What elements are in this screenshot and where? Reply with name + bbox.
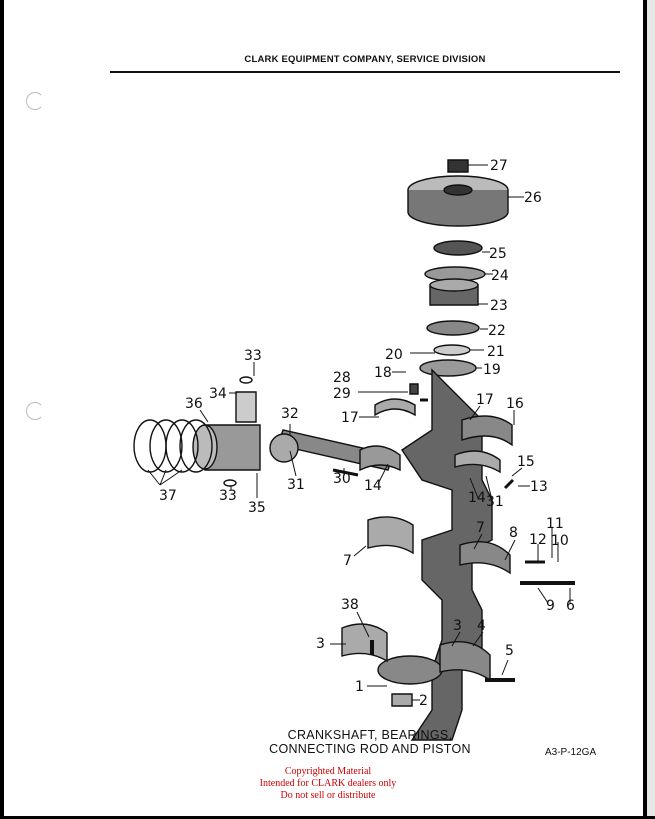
piston-pin <box>235 391 257 423</box>
pin-retainer-lower <box>223 479 237 487</box>
part-label-17b: 17 <box>476 392 494 408</box>
part-label-37: 37 <box>159 488 177 504</box>
part-label-26: 26 <box>524 190 542 206</box>
part-label-6: 6 <box>566 598 575 614</box>
part-label-19: 19 <box>483 362 501 378</box>
part-label-25: 25 <box>489 246 507 262</box>
pin-retainer <box>239 376 253 384</box>
part-label-4: 4 <box>477 618 486 634</box>
part-label-35: 35 <box>248 500 266 516</box>
part-label-2: 2 <box>419 693 428 709</box>
center-bearing-cap <box>459 541 511 575</box>
part-label-33b: 33 <box>219 488 237 504</box>
part-label-14b: 14 <box>468 490 486 506</box>
punch-hole-mark <box>26 92 44 110</box>
part-label-14a: 14 <box>364 478 382 494</box>
part-label-13: 13 <box>530 479 548 495</box>
part-label-38: 38 <box>341 597 359 613</box>
part-label-1: 1 <box>355 679 364 695</box>
part-label-10: 10 <box>551 533 569 549</box>
part-labels: 27 26 25 24 23 22 21 20 19 18 28 29 17 1… <box>159 158 575 709</box>
part-label-33a: 33 <box>244 348 262 364</box>
part-label-20: 20 <box>385 347 403 363</box>
part-label-8: 8 <box>509 525 518 541</box>
leader-lines <box>147 164 571 701</box>
part-label-3a: 3 <box>316 636 325 652</box>
notice-line-3: Do not sell or distribute <box>280 790 376 801</box>
part-label-28: 28 <box>333 370 351 386</box>
caption-line-1: CRANKSHAFT, BEARINGS, <box>287 728 453 742</box>
scroll-gutter <box>647 0 655 819</box>
part-label-16: 16 <box>506 396 524 412</box>
notice-line-1: Copyrighted Material <box>284 766 372 777</box>
part-label-5: 5 <box>505 643 514 659</box>
page-frame-right <box>643 0 647 819</box>
part-label-7a: 7 <box>476 520 485 536</box>
rod-cap <box>359 445 401 472</box>
part-label-30: 30 <box>333 471 351 487</box>
part-label-18: 18 <box>374 365 392 381</box>
part-label-27: 27 <box>490 158 508 174</box>
part-label-36: 36 <box>185 396 203 412</box>
page-frame-left <box>0 0 4 819</box>
part-label-17a: 17 <box>341 410 359 426</box>
page-header: CLARK EQUIPMENT COMPANY, SERVICE DIVISIO… <box>244 54 486 65</box>
part-label-24: 24 <box>491 268 509 284</box>
rod-bolt <box>332 468 359 477</box>
oil-seal-ring <box>433 240 483 256</box>
cotter-pin <box>503 478 515 490</box>
part-label-34: 34 <box>209 386 227 402</box>
part-label-23: 23 <box>490 298 508 314</box>
notice-line-2: Intended for CLARK dealers only <box>259 778 397 789</box>
part-label-29: 29 <box>333 386 351 402</box>
copyright-notice: Copyrighted Material Intended for CLARK … <box>228 766 428 802</box>
part-label-3b: 3 <box>453 618 462 634</box>
pilot-bushing <box>391 693 413 707</box>
part-label-15: 15 <box>517 454 535 470</box>
part-label-12: 12 <box>529 532 547 548</box>
figure-caption: CRANKSHAFT, BEARINGS, CONNECTING ROD AND… <box>250 728 490 756</box>
part-label-9: 9 <box>546 598 555 614</box>
pulley-body <box>407 190 509 227</box>
rear-bearing-shell <box>341 623 388 663</box>
key <box>433 344 471 356</box>
pulley-nut <box>447 159 469 173</box>
caption-line-2: CONNECTING ROD AND PISTON <box>269 742 471 756</box>
page-frame-bottom <box>0 816 655 819</box>
part-label-32: 32 <box>281 406 299 422</box>
part-label-31a: 31 <box>287 477 305 493</box>
diagram-drawing <box>133 159 575 741</box>
figure-code: A3-P-12GA <box>545 747 597 758</box>
rod-small-end <box>269 433 299 463</box>
punch-hole-mark <box>26 402 44 420</box>
piston-ring <box>165 419 199 473</box>
header-rule <box>110 71 620 73</box>
part-label-7b: 7 <box>343 553 352 569</box>
oil-plug <box>409 383 419 395</box>
spacer-washer <box>426 320 480 336</box>
center-bearing-shell <box>367 516 414 555</box>
bearing-shell <box>454 450 501 474</box>
part-label-31b: 31 <box>486 494 504 510</box>
piston-ring <box>179 419 213 473</box>
bearing-shell-upper <box>374 398 416 417</box>
part-label-22: 22 <box>488 323 506 339</box>
part-label-11: 11 <box>546 516 564 532</box>
piston-ring <box>149 419 183 473</box>
main-bearing-cap <box>461 415 513 447</box>
front-flange <box>419 359 477 377</box>
part-label-21: 21 <box>487 344 505 360</box>
